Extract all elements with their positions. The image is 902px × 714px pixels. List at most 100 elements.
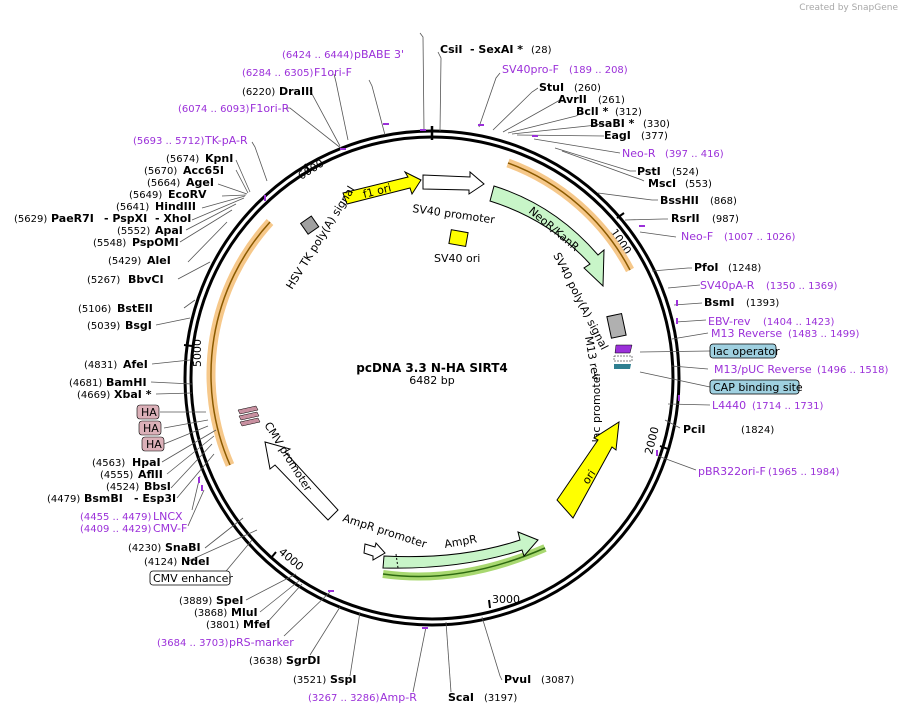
sv40-ori-label: SV40 ori xyxy=(434,252,480,265)
ampr-promoter-label: AmpR promoter xyxy=(341,511,429,551)
enzyme-pos: (330) xyxy=(643,119,670,130)
m13rev-mark xyxy=(614,344,633,354)
enzyme-pos: (868) xyxy=(710,196,737,207)
primer-pos: (397 .. 416) xyxy=(665,149,724,160)
snapgene-credit: Created by SnapGene xyxy=(799,3,898,13)
enzyme-pos: (3868) xyxy=(194,608,227,619)
enzyme-label: SpeI xyxy=(216,594,243,607)
enzyme-pos: (4831) xyxy=(84,360,117,371)
ampr-arrow xyxy=(382,531,539,569)
primer-pos: (6074 .. 6093) xyxy=(178,104,250,115)
primer-pos: (5693 .. 5712) xyxy=(133,136,205,147)
enzyme-pos: (4230) xyxy=(128,543,161,554)
primer-label: F1ori-R xyxy=(250,102,290,115)
enzyme-label: XbaI * xyxy=(114,388,152,401)
primer-label: pBR322ori-F xyxy=(698,465,766,478)
ha-label-1: HA xyxy=(141,406,157,419)
enzyme-pos: (1824) xyxy=(741,425,774,436)
enzyme-pos: (261) xyxy=(598,95,625,106)
cmv-promoter-arrow xyxy=(264,441,339,521)
primer-label: SV40pA-R xyxy=(700,279,755,292)
enzyme-label: ApaI xyxy=(155,224,183,237)
ha-box-1 xyxy=(136,404,160,420)
enzyme-pos: (4124) xyxy=(144,557,177,568)
enzyme-pos: (3638) xyxy=(249,656,282,667)
enzyme-pos: (5664) xyxy=(147,178,180,189)
enzyme-pos: (28) xyxy=(531,45,552,56)
enzyme-label: BbvCI xyxy=(128,273,164,286)
enzyme-pos: (5629) xyxy=(14,214,47,225)
enzyme-pos: (4479) xyxy=(47,494,80,505)
ha-mark-3 xyxy=(239,417,261,427)
enzyme-label: BbsI xyxy=(144,480,171,493)
enzyme-label: SnaBI xyxy=(165,541,201,554)
ha-box-3 xyxy=(141,436,165,452)
enzyme-pos: (260) xyxy=(574,83,601,94)
right-leader-lines xyxy=(437,51,711,693)
enzyme-label: BsaBI * xyxy=(590,117,635,130)
enzyme-label: BsgI xyxy=(125,319,152,332)
ampr-label: AmpR xyxy=(443,532,478,551)
primer-pos: (1483 .. 1499) xyxy=(788,329,860,340)
enzyme-pos: (5106) xyxy=(78,304,111,315)
enzyme-label: BsmBI xyxy=(84,492,123,505)
primer-pos: (4409 .. 4429) xyxy=(80,524,152,535)
enzyme-label: EcoRV xyxy=(168,188,207,201)
primer-label: CMV-F xyxy=(153,522,187,535)
enzyme-label: AleI xyxy=(147,254,171,267)
lac-operator-label: lac operator xyxy=(713,345,780,358)
enzyme-pos: (3197) xyxy=(484,693,517,704)
enzyme-pos: (377) xyxy=(641,131,668,142)
enzyme-pos: (5429) xyxy=(108,256,141,267)
enzyme-pos: (987) xyxy=(712,214,739,225)
enzyme-label: SgrDI xyxy=(286,654,320,667)
enzyme-label: PfoI xyxy=(694,261,719,274)
plasmid-size: 6482 bp xyxy=(409,374,454,387)
primer-label: M13/pUC Reverse xyxy=(714,363,812,376)
ampr-highlight-line xyxy=(382,547,546,578)
tick-3000: 3000 xyxy=(488,593,520,609)
sv40-promoter-arrow xyxy=(422,170,485,195)
enzyme-label: StuI xyxy=(539,81,564,94)
enzyme-label: AgeI xyxy=(186,176,214,189)
enzyme-label: NdeI xyxy=(181,555,210,568)
primer-label: pRS-marker xyxy=(229,636,294,649)
enzyme-pos: (4555) xyxy=(100,470,133,481)
ori-arrow xyxy=(556,421,620,519)
enzyme-label: DraIII xyxy=(279,85,313,98)
enzyme-pos: (1248) xyxy=(728,263,761,274)
hsv-polya-box xyxy=(299,215,320,235)
enzyme-pos: (524) xyxy=(672,167,699,178)
enzyme-label: BsmI xyxy=(704,296,735,309)
enzyme-pos: (5552) xyxy=(117,226,150,237)
f1-ori-label: f1 ori xyxy=(362,181,393,201)
neor-label: NeoR/KanR xyxy=(526,204,582,254)
enzyme-pos: (312) xyxy=(615,107,642,118)
primer-label: SV40pro-F xyxy=(502,63,559,76)
primer-label: Neo-R xyxy=(622,147,656,160)
ha-box-2 xyxy=(138,420,162,436)
primer-pos: (1350 .. 1369) xyxy=(766,281,838,292)
sv40-ori-box xyxy=(448,229,469,248)
enzyme-pos: (553) xyxy=(685,179,712,190)
tick-5000: 5000 xyxy=(183,339,204,367)
enzyme-label: BclI * xyxy=(576,105,609,118)
enzyme-label: PstI xyxy=(637,165,661,178)
enzyme-label: KpnI xyxy=(205,152,233,165)
enzyme-label: - Esp3I xyxy=(134,492,176,505)
enzyme-label: SspI xyxy=(330,673,356,686)
enzyme-pos: (5641) xyxy=(116,202,149,213)
enzyme-label: - XhoI xyxy=(155,212,191,225)
enzyme-pos: (1393) xyxy=(746,298,779,309)
primer-label: L4440 xyxy=(712,399,746,412)
cap-mark xyxy=(614,364,631,369)
ampr-promoter-arrow xyxy=(363,541,386,561)
primer-label: TK-pA-R xyxy=(204,134,248,147)
svg-text:5000: 5000 xyxy=(191,339,204,367)
neor-arrow xyxy=(489,185,605,288)
enzyme-pos: (4681) xyxy=(69,378,102,389)
enzyme-pos: (3889) xyxy=(179,596,212,607)
enzyme-label: CsiI xyxy=(440,43,462,56)
primer-label: EBV-rev xyxy=(708,315,751,328)
